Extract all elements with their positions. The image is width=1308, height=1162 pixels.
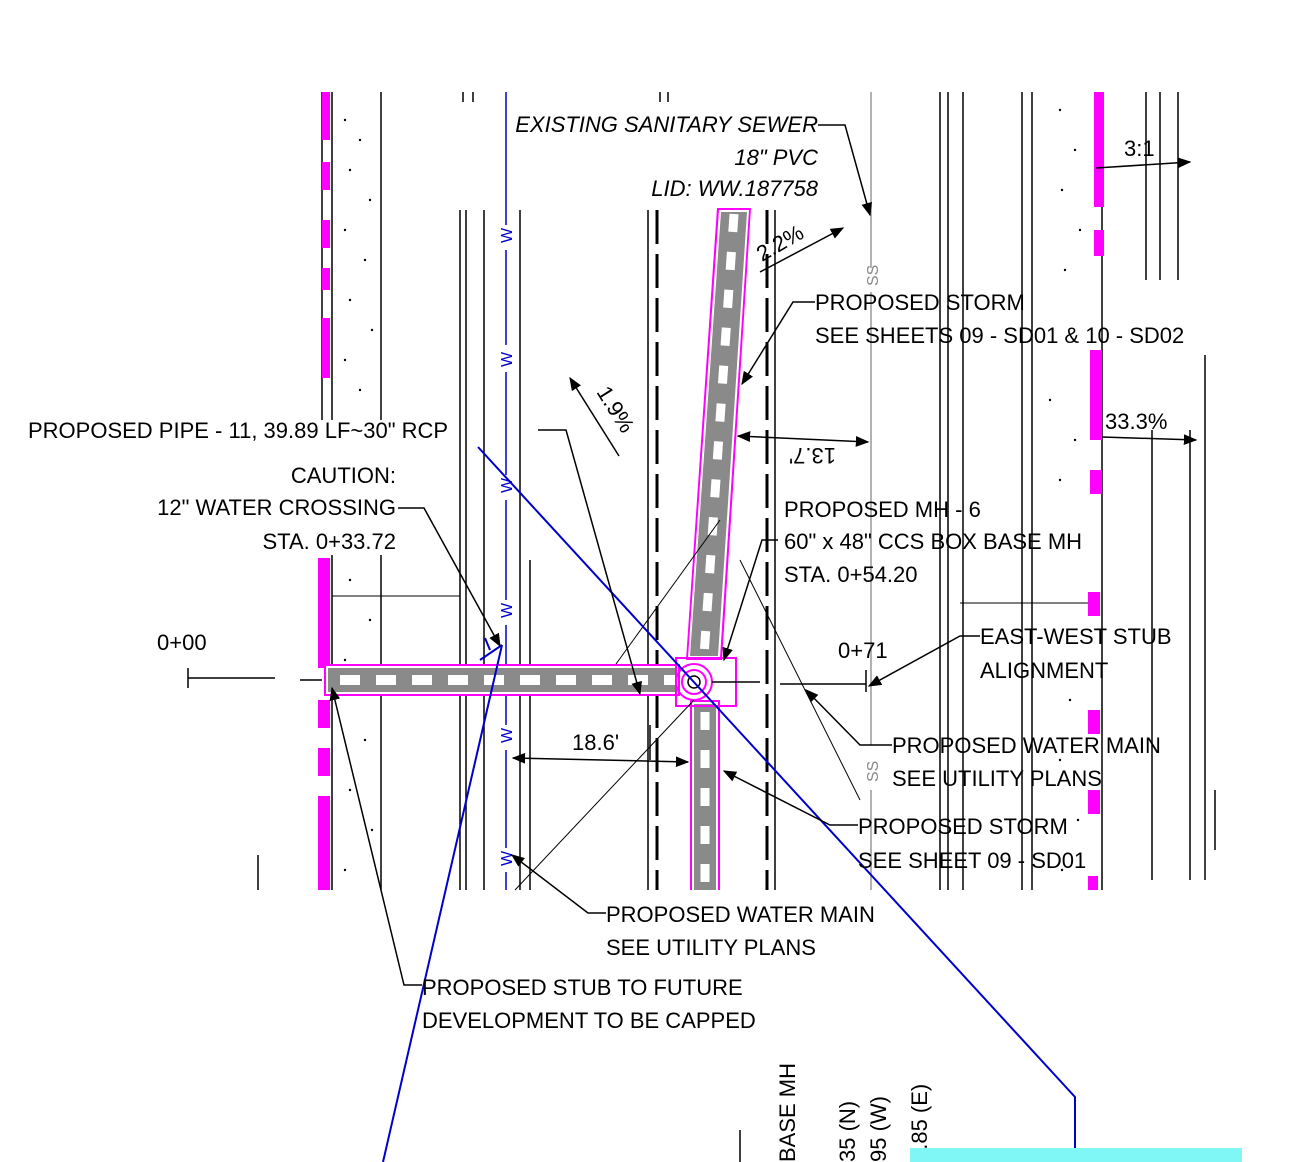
svg-text:PROPOSED STORM: PROPOSED STORM xyxy=(815,290,1025,315)
water-marker-1: W xyxy=(499,227,516,243)
label-proposed-water-main-bottom: PROPOSED WATER MAIN SEE UTILITY PLANS xyxy=(606,902,875,960)
svg-text:CAUTION:: CAUTION: xyxy=(291,463,396,488)
manhole-mh6 xyxy=(675,657,760,707)
water-marker-3: W xyxy=(499,477,516,493)
svg-text:STA. 0+54.20: STA. 0+54.20 xyxy=(784,562,918,587)
annotation-leaders xyxy=(329,124,1198,986)
svg-text:LID: WW.187758: LID: WW.187758 xyxy=(651,176,818,201)
cyan-callout-box xyxy=(910,1148,1242,1162)
label-proposed-storm-top: PROPOSED STORM SEE SHEETS 09 - SD01 & 10… xyxy=(815,290,1184,348)
curb-magenta-left xyxy=(318,92,330,890)
svg-text:STA. 0+33.72: STA. 0+33.72 xyxy=(262,529,396,554)
label-proposed-stub-future: PROPOSED STUB TO FUTURE DEVELOPMENT TO B… xyxy=(422,975,756,1033)
svg-text:SEE SHEET 09 - SD01: SEE SHEET 09 - SD01 xyxy=(858,848,1086,873)
svg-text:PROPOSED STUB TO FUTURE: PROPOSED STUB TO FUTURE xyxy=(422,975,743,1000)
blue-leaders xyxy=(382,446,1076,1162)
svg-text:ALIGNMENT: ALIGNMENT xyxy=(980,658,1108,683)
svg-text:SEE SHEETS 09 - SD01 & 10 - SD: SEE SHEETS 09 - SD01 & 10 - SD02 xyxy=(815,323,1184,348)
svg-text:EAST-WEST STUB: EAST-WEST STUB xyxy=(980,624,1172,649)
water-marker-4: W xyxy=(499,602,516,618)
svg-text:BASE MH: BASE MH xyxy=(775,1063,800,1162)
label-existing-sanitary-sewer: EXISTING SANITARY SEWER 18" PVC LID: WW.… xyxy=(515,112,819,201)
label-vertical-mh-data: BASE MH 35 (N) 95 (W) 3.85 (E) xyxy=(775,1063,932,1162)
label-slope-3-1: 3:1 xyxy=(1124,136,1155,161)
svg-text:95 (W): 95 (W) xyxy=(866,1096,891,1162)
svg-text:SEE UTILITY PLANS: SEE UTILITY PLANS xyxy=(606,935,816,960)
label-slope-33-3: 33.3% xyxy=(1105,409,1167,434)
water-marker-2: W xyxy=(499,351,516,367)
svg-text:12" WATER CROSSING: 12" WATER CROSSING xyxy=(157,495,396,520)
label-caution-water-crossing: CAUTION: 12" WATER CROSSING STA. 0+33.72 xyxy=(157,463,396,554)
label-proposed-pipe-11: PROPOSED PIPE - 11, 39.89 LF~30" RCP xyxy=(28,418,448,443)
svg-text:PROPOSED WATER MAIN: PROPOSED WATER MAIN xyxy=(892,733,1161,758)
label-proposed-storm-bottom: PROPOSED STORM SEE SHEET 09 - SD01 xyxy=(858,814,1086,873)
water-marker-5: W xyxy=(499,727,516,743)
label-east-west-stub-alignment: EAST-WEST STUB ALIGNMENT xyxy=(980,624,1172,683)
label-proposed-water-main-right: PROPOSED WATER MAIN SEE UTILITY PLANS xyxy=(892,733,1161,791)
label-station-0-00: 0+00 xyxy=(157,630,207,655)
lane-edges xyxy=(647,210,776,890)
svg-text:PROPOSED WATER MAIN: PROPOSED WATER MAIN xyxy=(606,902,875,927)
svg-text:PROPOSED MH - 6: PROPOSED MH - 6 xyxy=(784,497,981,522)
label-station-0-71: 0+71 xyxy=(838,638,888,663)
sidewalk-stipple-left xyxy=(343,118,374,872)
label-slope-2-2: 2.2% xyxy=(752,220,808,267)
svg-text:35 (N): 35 (N) xyxy=(835,1101,860,1162)
svg-text:SEE UTILITY PLANS: SEE UTILITY PLANS xyxy=(892,766,1102,791)
proposed-pipe-11 xyxy=(300,664,680,696)
label-slope-1-9: 1.9% xyxy=(592,381,640,437)
curb-magenta-right xyxy=(1088,92,1104,890)
svg-text:DEVELOPMENT TO BE CAPPED: DEVELOPMENT TO BE CAPPED xyxy=(422,1008,756,1033)
svg-text:60" x 48" CCS BOX BASE MH: 60" x 48" CCS BOX BASE MH xyxy=(784,529,1082,554)
label-proposed-mh6: PROPOSED MH - 6 60" x 48" CCS BOX BASE M… xyxy=(784,497,1082,587)
label-dim-18-6: 18.6' xyxy=(572,730,619,755)
road-linework xyxy=(257,92,1216,1162)
sewer-marker-2: SS xyxy=(865,761,882,782)
svg-text:PROPOSED STORM: PROPOSED STORM xyxy=(858,814,1068,839)
svg-text:18" PVC: 18" PVC xyxy=(734,145,818,170)
station-markers xyxy=(187,668,867,692)
water-marker-6: W xyxy=(499,850,516,866)
proposed-storm-pipe-ns xyxy=(686,208,751,890)
svg-text:EXISTING SANITARY SEWER: EXISTING SANITARY SEWER xyxy=(515,112,818,137)
lane-dashes xyxy=(655,210,769,890)
sewer-marker-1: SS xyxy=(865,265,882,286)
sidewalk-stipple-right xyxy=(1048,108,1082,872)
construction-lines xyxy=(332,519,1088,891)
label-dim-13-7: 13.7' xyxy=(789,443,836,468)
